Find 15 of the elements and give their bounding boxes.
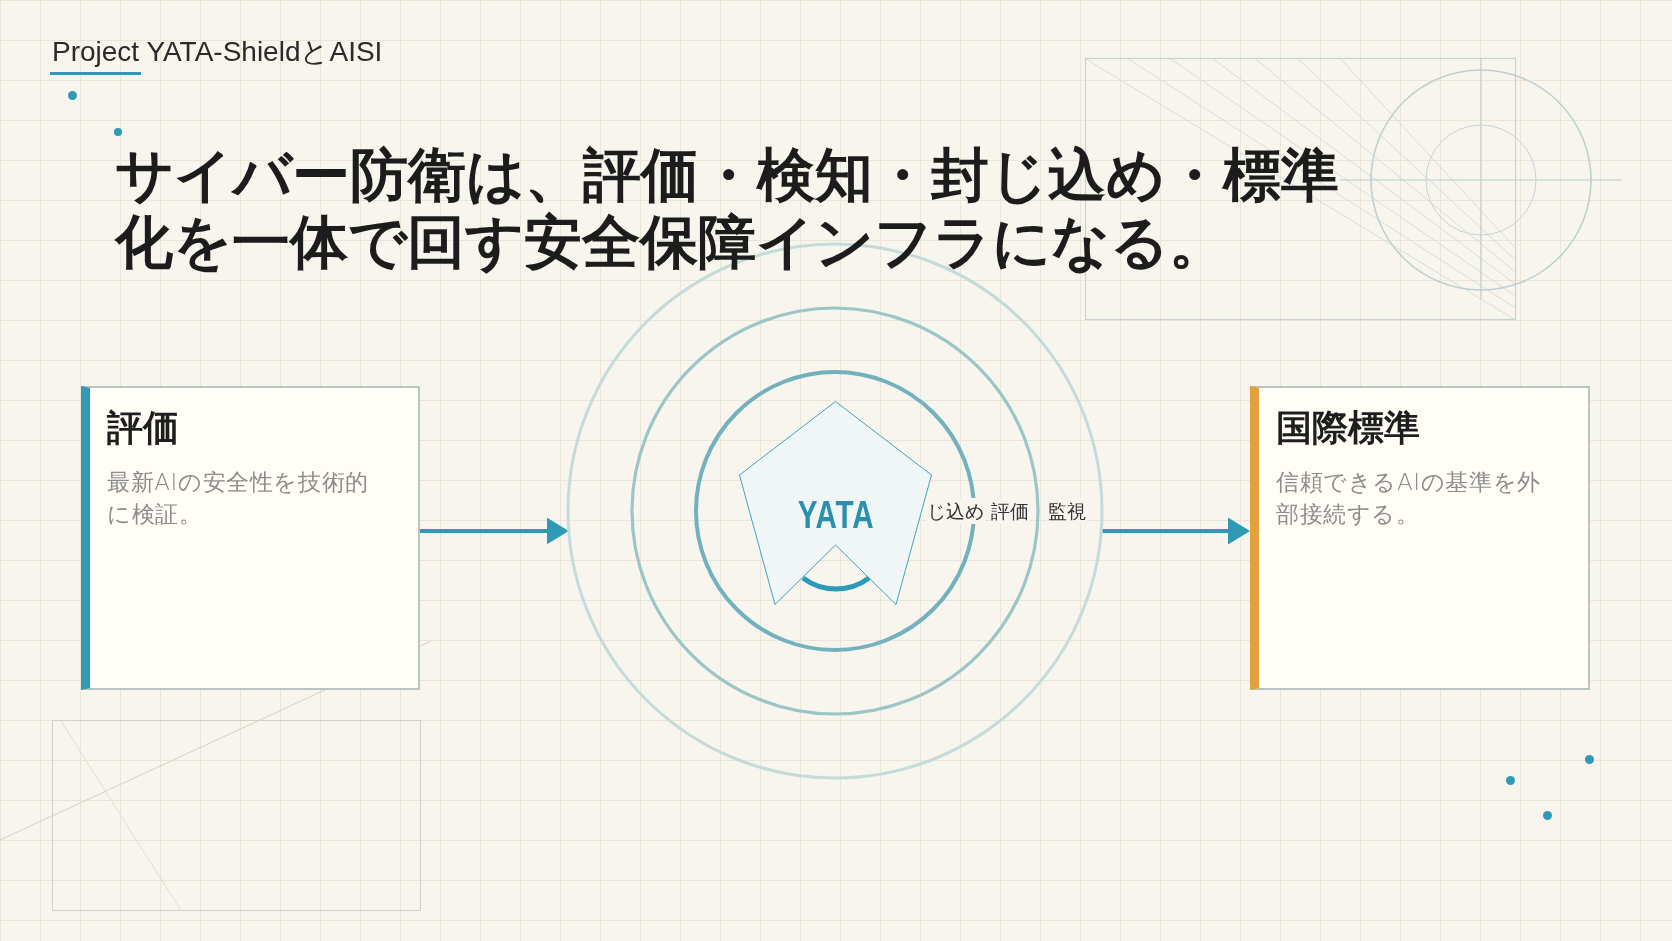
card-description: 信頼できるAIの基準を外部接続する。: [1276, 468, 1542, 529]
pentagon-node: [739, 401, 932, 605]
ring-label: 評価: [990, 498, 1030, 524]
eyebrow-text: Project YATA-ShieldとAISI: [52, 35, 383, 69]
arrow: [1101, 517, 1250, 545]
ring-label: 監視: [1047, 498, 1087, 524]
content-card: [1250, 386, 1590, 690]
card-description: 最新AIの安全性を技術的に検証。: [107, 468, 370, 529]
node-label: YATA: [797, 493, 874, 537]
content-card: [81, 386, 420, 690]
slide-title: サイバー防衛は、評価・検知・封じ込め・標準化を一体で回す安全保障インフラになる。: [115, 142, 1340, 276]
arrow: [420, 517, 569, 545]
card-heading: 評価: [107, 406, 179, 450]
ring-label: じ込め: [926, 498, 985, 524]
card-heading: 国際標準: [1276, 406, 1420, 450]
